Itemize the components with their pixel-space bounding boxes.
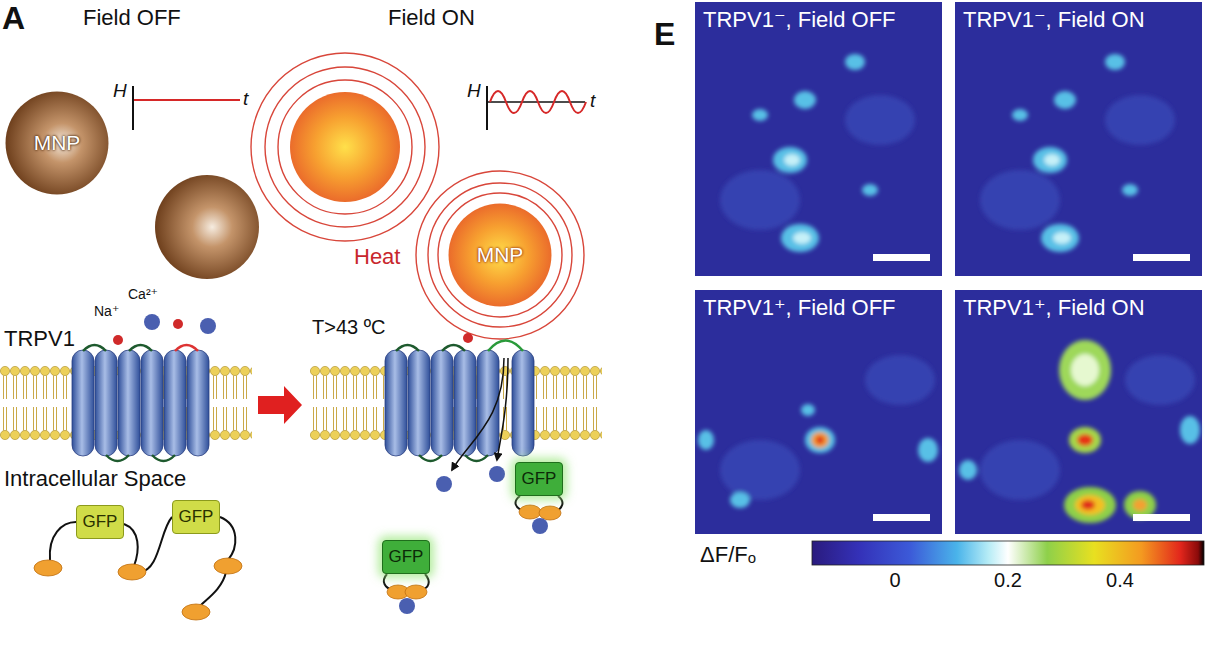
gfp-bright-node: GFP — [515, 462, 563, 496]
colorbar-tick: 0.4 — [1106, 569, 1134, 592]
temperature-label: T>43 ºC — [312, 316, 385, 339]
region-label: Intracellular Space — [4, 466, 186, 491]
circle-hot-node: MNP — [448, 203, 552, 307]
heat-label: Heat — [354, 244, 400, 269]
gfp-pale-node: GFP — [76, 505, 124, 539]
node-label: GFP — [83, 512, 118, 532]
image-label: TRPV1⁻, Field OFF — [703, 7, 896, 32]
node-text-box: GFP — [389, 547, 424, 567]
colorbar-tick: 0.2 — [994, 569, 1022, 592]
panel-letter: E — [654, 16, 675, 53]
channel-label: TRPV1 — [4, 326, 75, 351]
state-title: Field OFF — [83, 5, 181, 30]
image-label: TRPV1⁺, Field OFF — [703, 295, 896, 320]
panel-letter: A — [2, 0, 25, 37]
particle-circle — [6, 92, 109, 195]
panel-node: TRPV1⁺, Field ON — [955, 290, 1202, 534]
gfp-bright-node: GFP — [382, 540, 430, 574]
node-label: GFP — [389, 547, 424, 567]
colorbar-tick: 0 — [889, 569, 900, 592]
node-text-box: TRPV1⁺, Field OFF — [703, 295, 896, 320]
panel-node: TRPV1⁻, Field OFF — [695, 2, 942, 276]
image-label: TRPV1⁺, Field ON — [963, 295, 1145, 320]
ion-label: Ca²⁺ — [128, 286, 158, 302]
node-label: MNP — [34, 131, 81, 155]
panel-node: TRPV1⁺, Field OFF — [695, 290, 942, 534]
axis-label: t — [590, 90, 595, 112]
gfp-pale-node: GFP — [172, 500, 220, 534]
axis-label: t — [243, 88, 248, 110]
circle-brown-node: MNP — [5, 91, 109, 195]
node-text-box: MNP — [34, 131, 81, 155]
node-text-box: TRPV1⁻, Field OFF — [703, 7, 896, 32]
node-text-box: MNP — [477, 243, 524, 267]
particle-circle — [449, 204, 552, 307]
node-text-box: TRPV1⁺, Field ON — [963, 295, 1145, 320]
panel-node: TRPV1⁻, Field ON — [955, 2, 1202, 276]
state-title: Field ON — [388, 5, 475, 30]
axis-label: H — [467, 80, 481, 102]
node-label: GFP — [522, 469, 557, 489]
axis-label: H — [113, 80, 127, 102]
node-text-box: TRPV1⁻, Field ON — [963, 7, 1145, 32]
ion-label: Na⁺ — [94, 303, 119, 319]
node-text-box: GFP — [179, 507, 214, 527]
node-label: MNP — [477, 243, 524, 267]
node-text-box: GFP — [522, 469, 557, 489]
node-label: GFP — [179, 507, 214, 527]
image-label: TRPV1⁻, Field ON — [963, 7, 1145, 32]
node-text-box: GFP — [83, 512, 118, 532]
colorbar-title: ΔF/Fₒ — [700, 542, 756, 567]
